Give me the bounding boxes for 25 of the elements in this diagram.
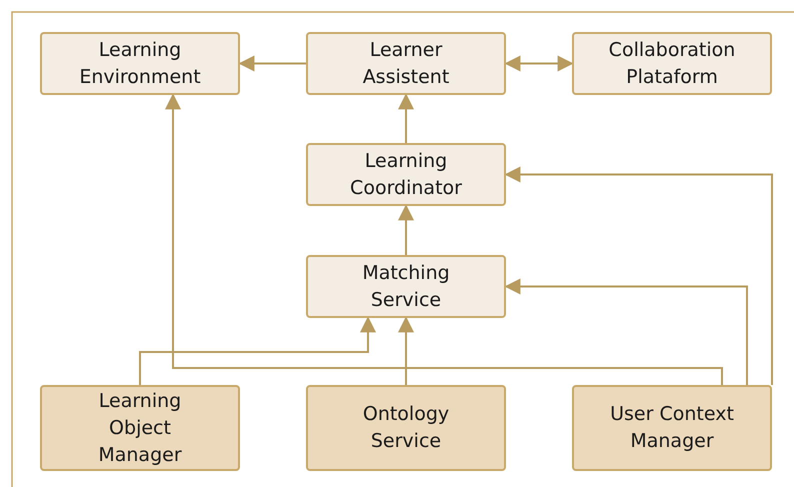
component-name: Learning Environment <box>78 38 202 90</box>
arrow <box>139 316 376 385</box>
component-name: Collaboration Plataform <box>608 38 736 90</box>
arrow <box>238 56 306 72</box>
component-name: Matching Service <box>361 260 451 312</box>
arrow <box>398 316 414 385</box>
arrow <box>398 93 414 143</box>
component-name: Learning Object Manager <box>97 388 183 468</box>
component-name: Learning Coordinator <box>349 148 463 200</box>
arrow <box>165 93 723 385</box>
component-box <box>306 385 506 471</box>
arrow <box>504 278 748 385</box>
component-box <box>572 32 772 95</box>
component-box <box>40 32 240 95</box>
arrow <box>504 56 574 72</box>
component-box <box>306 32 506 95</box>
component-box <box>572 385 772 471</box>
component-name: Ontology Service <box>362 402 450 454</box>
component-box <box>306 143 506 206</box>
component-box <box>306 255 506 318</box>
component-name: Learner Assistent <box>362 38 450 90</box>
component-name: User Context Manager <box>609 402 735 454</box>
arrow <box>398 204 414 255</box>
arrow <box>504 166 773 385</box>
component-box <box>40 385 240 471</box>
